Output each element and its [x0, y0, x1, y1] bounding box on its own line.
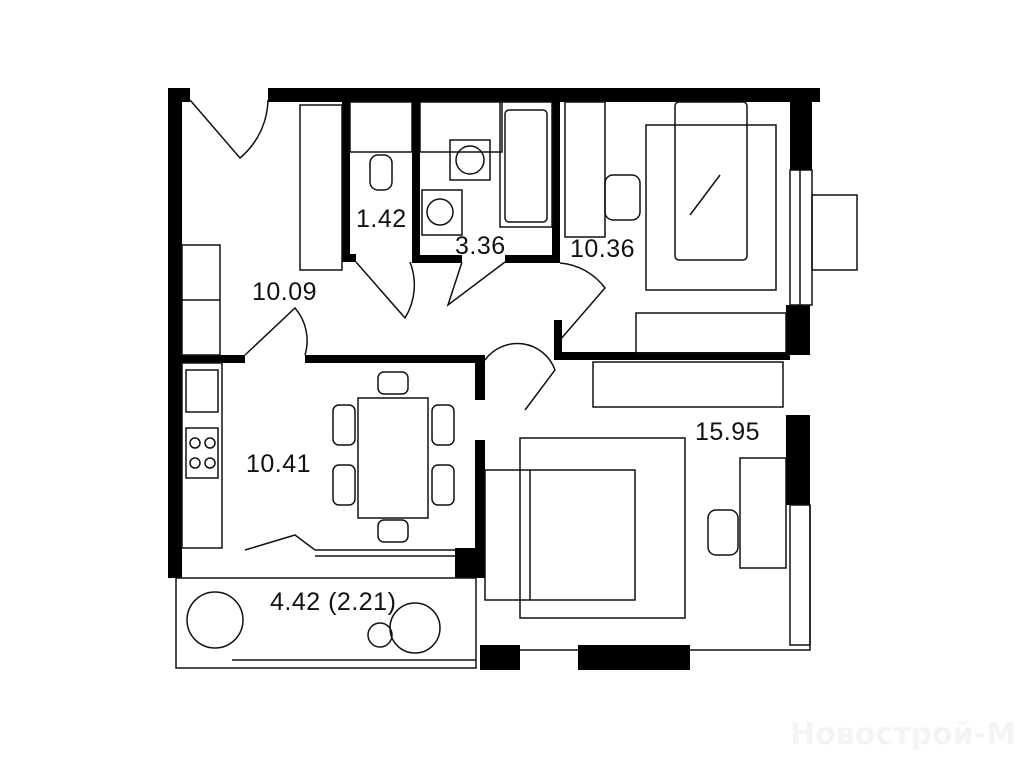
- walls: [168, 88, 820, 670]
- room-area-toilet: 1.42: [356, 205, 407, 233]
- room-area-hallway: 10.09: [252, 278, 318, 306]
- room-area-bathroom: 3.36: [455, 232, 506, 260]
- room-area-bedroom-small: 10.36: [570, 235, 636, 263]
- thin-lines: [175, 99, 858, 669]
- watermark: Новострой-М: [790, 717, 1016, 752]
- room-area-kitchen: 10.41: [246, 450, 312, 478]
- room-area-bedroom-large: 15.95: [695, 418, 761, 446]
- room-area-balcony: 4.42 (2.21): [270, 588, 397, 616]
